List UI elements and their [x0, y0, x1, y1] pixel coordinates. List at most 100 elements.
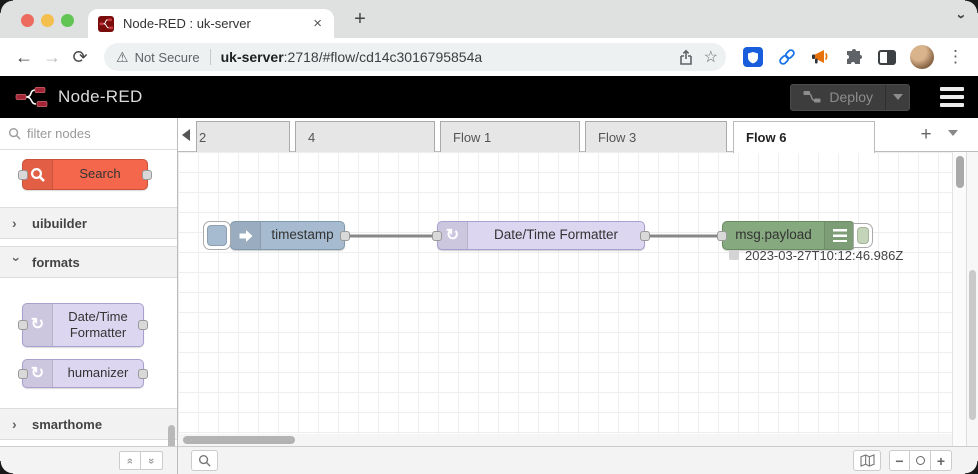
profile-avatar[interactable]	[910, 45, 934, 69]
canvas-search-button[interactable]	[191, 450, 218, 471]
side-panel-icon[interactable]	[878, 49, 896, 65]
node-palette: Search › uibuilder › formats ↻ Date/Time…	[0, 118, 178, 446]
mac-titlebar: Node-RED : uk-server × + ›	[0, 0, 978, 38]
zoom-reset-button[interactable]	[910, 450, 931, 471]
flow-tab-flow3[interactable]: Flow 3	[585, 121, 727, 152]
palette-collapse-icon[interactable]	[182, 129, 190, 141]
palette-node-humanizer[interactable]: ↻ humanizer	[18, 359, 148, 388]
flow-tabbar: 2 4 Flow 1 Flow 3 Flow 6 +	[178, 118, 978, 153]
window-corner	[965, 461, 978, 474]
node-red-header: Node-RED Deploy	[0, 76, 978, 118]
debug-enable-toggle[interactable]	[853, 223, 873, 248]
browser-tab[interactable]: Node-RED : uk-server ×	[88, 9, 334, 38]
flow-tab-2[interactable]: 2	[196, 121, 290, 152]
chevron-right-icon: ›	[12, 416, 17, 432]
url-host: uk-server	[220, 49, 284, 65]
datetime-formatter-node[interactable]: ↻ Date/Time Formatter	[437, 221, 645, 250]
inject-arrow-icon	[231, 222, 261, 249]
extensions-puzzle-icon[interactable]	[845, 48, 864, 67]
category-smarthome[interactable]: › smarthome	[0, 408, 177, 440]
canvas-hscrollbar[interactable]	[178, 434, 952, 446]
node-output-port	[138, 320, 148, 330]
palette-filter[interactable]	[0, 118, 177, 150]
footer: » » − +	[0, 446, 978, 474]
address-bar[interactable]: ⚠ Not Secure uk-server :2718/#flow/cd14c…	[104, 43, 726, 71]
flow-tab-flow1[interactable]: Flow 1	[440, 121, 580, 152]
magnifier-icon	[23, 160, 53, 189]
formatter-input-port[interactable]	[432, 231, 442, 241]
palette-footer: » »	[0, 447, 178, 474]
expand-all-categories-button[interactable]: »	[141, 451, 163, 470]
debug-node[interactable]: msg.payload	[722, 221, 855, 250]
deploy-icon	[803, 91, 821, 103]
tab-search-chevron-icon[interactable]: ›	[953, 14, 970, 19]
chevron-right-icon: ›	[12, 215, 17, 231]
add-flow-button[interactable]: +	[920, 124, 932, 145]
browser-toolbar: ← → ⟳ ⚠ Not Secure uk-server :2718/#flow…	[0, 38, 978, 76]
zoom-out-button[interactable]: −	[889, 450, 910, 471]
chevron-down-icon: ›	[9, 257, 25, 262]
browser-scrollbar[interactable]	[966, 152, 978, 474]
window-corner	[0, 461, 13, 474]
browser-menu-icon[interactable]: ⋮	[947, 47, 964, 66]
forward-button[interactable]: →	[43, 46, 61, 67]
debug-input-port[interactable]	[717, 231, 727, 241]
node-output-port	[142, 169, 152, 180]
link-extension-icon[interactable]	[777, 47, 797, 67]
url-path: :2718/#flow/cd14c3016795854a	[283, 49, 483, 65]
formatter-output-port[interactable]	[640, 231, 650, 241]
mac-fullscreen-button[interactable]	[61, 14, 74, 27]
deploy-button[interactable]: Deploy	[790, 83, 910, 111]
timer-icon: ↻	[23, 360, 53, 387]
timer-icon: ↻	[23, 304, 53, 346]
node-input-port	[18, 320, 28, 330]
back-button[interactable]: ←	[15, 46, 33, 67]
flow-tab-4[interactable]: 4	[295, 121, 435, 152]
deploy-options-caret[interactable]	[885, 84, 909, 110]
node-input-port	[18, 169, 28, 180]
browser-tab-title: Node-RED : uk-server	[123, 16, 251, 31]
mac-close-button[interactable]	[21, 14, 34, 27]
main-menu-icon[interactable]	[940, 87, 964, 107]
inject-node[interactable]: timestamp	[230, 221, 345, 250]
canvas-footer: − +	[178, 447, 978, 474]
navigator-map-button[interactable]	[853, 450, 881, 471]
category-uibuilder[interactable]: › uibuilder	[0, 207, 177, 239]
node-status-dot	[729, 250, 739, 260]
flow-canvas[interactable]: timestamp ↻ Date/Time Formatter msg.payl…	[178, 152, 952, 446]
node-output-port	[138, 368, 148, 379]
new-tab-button[interactable]: +	[354, 8, 366, 30]
flow-tab-flow6[interactable]: Flow 6	[733, 121, 875, 153]
window-corner	[0, 0, 13, 13]
megaphone-extension-icon[interactable]	[811, 48, 831, 66]
not-secure-warning-icon[interactable]: ⚠	[116, 48, 129, 65]
zoom-in-button[interactable]: +	[931, 450, 952, 471]
palette-node-datetime-formatter[interactable]: ↻ Date/Time Formatter	[18, 303, 148, 347]
flow-list-caret-icon[interactable]	[948, 130, 958, 136]
search-icon	[8, 127, 21, 140]
window-corner	[965, 0, 978, 13]
share-icon[interactable]	[678, 49, 694, 66]
address-divider	[209, 49, 211, 65]
palette-node-search[interactable]: Search	[18, 159, 152, 190]
not-secure-label: Not Secure	[134, 49, 200, 65]
bookmark-star-icon[interactable]: ☆	[703, 49, 718, 66]
map-icon	[859, 454, 875, 467]
collapse-all-categories-button[interactable]: »	[119, 451, 141, 470]
search-icon	[198, 454, 211, 467]
bitwarden-extension-icon[interactable]	[743, 47, 763, 67]
canvas-vscrollbar[interactable]	[952, 152, 966, 446]
timer-icon: ↻	[438, 222, 468, 249]
filter-nodes-input[interactable]	[27, 126, 147, 141]
inject-trigger-button[interactable]	[203, 221, 231, 250]
node-input-port	[18, 368, 28, 379]
inject-output-port[interactable]	[340, 231, 350, 241]
tab-close-icon[interactable]: ×	[313, 15, 322, 32]
reload-button[interactable]: ⟳	[72, 46, 88, 67]
workspace: 2 4 Flow 1 Flow 3 Flow 6 +	[178, 118, 978, 474]
category-formats[interactable]: › formats	[0, 246, 177, 278]
palette-scrollbar[interactable]	[168, 425, 175, 446]
mac-minimize-button[interactable]	[41, 14, 54, 27]
wires	[345, 234, 722, 238]
